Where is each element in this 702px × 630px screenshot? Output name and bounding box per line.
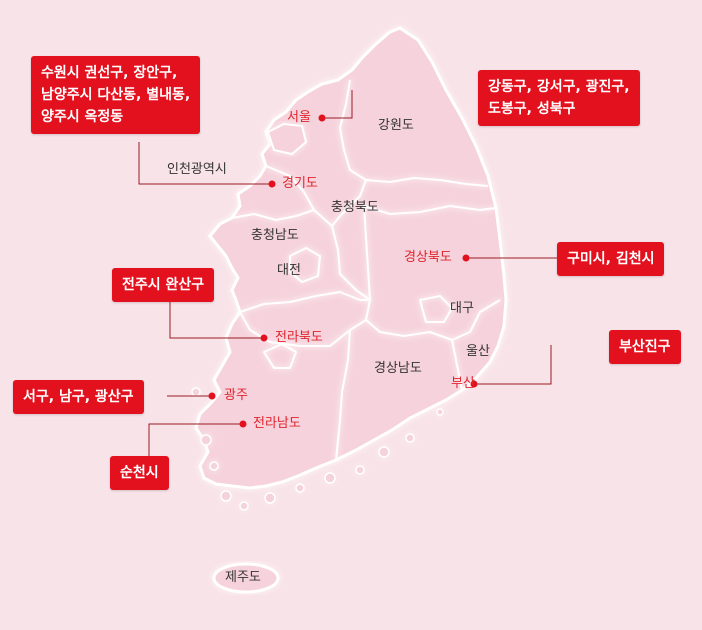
label-seoul: 서울 <box>287 110 311 125</box>
callout-gyeonggi-line-1: 수원시 권선구, 장안구, <box>41 65 178 81</box>
label-gwangju: 광주 <box>224 388 248 403</box>
label-jeonbuk: 전라북도 <box>275 330 323 345</box>
marker-busan <box>470 380 478 388</box>
marker-dots <box>208 114 478 428</box>
marker-jeonnam <box>239 420 247 428</box>
label-chungbuk: 충청북도 <box>331 200 379 215</box>
callout-busan-line-1: 부산진구 <box>619 339 671 355</box>
callout-gwangju: 서구, 남구, 광산구 <box>13 380 144 414</box>
label-incheon: 인천광역시 <box>167 162 227 177</box>
callout-gyeongbuk-line-1: 구미시, 김천시 <box>567 251 655 267</box>
callout-seoul-line-1: 강동구, 강서구, 광진구, <box>488 79 630 95</box>
callout-jeonbuk-line-1: 전주시 완산구 <box>122 277 205 293</box>
islands <box>191 387 444 511</box>
callout-jeonbuk: 전주시 완산구 <box>112 268 215 302</box>
callout-jeonnam: 순천시 <box>110 456 169 490</box>
province-borders <box>231 79 501 461</box>
marker-gyeonggi <box>268 180 276 188</box>
label-ulsan: 울산 <box>466 344 490 359</box>
callout-jeonnam-line-1: 순천시 <box>120 465 159 481</box>
seoul-area <box>266 122 308 156</box>
label-daejeon: 대전 <box>277 263 301 278</box>
marker-seoul <box>318 114 326 122</box>
callout-gyeonggi-line-3: 양주시 옥정동 <box>41 109 124 125</box>
label-busan: 부산 <box>451 376 475 391</box>
label-chungnam: 충청남도 <box>251 228 299 243</box>
label-jeonnam: 전라남도 <box>253 416 301 431</box>
label-jeju: 제주도 <box>225 570 261 585</box>
callout-gwangju-line-1: 서구, 남구, 광산구 <box>23 389 134 405</box>
label-gyeonggi: 경기도 <box>282 176 318 191</box>
marker-jeonbuk <box>260 334 268 342</box>
jeju-island <box>212 562 280 594</box>
callout-seoul: 강동구, 강서구, 광진구, 도봉구, 성북구 <box>478 70 640 126</box>
callout-busan: 부산진구 <box>609 330 681 364</box>
leader-lines <box>138 90 558 460</box>
marker-gwangju <box>208 392 216 400</box>
label-daegu: 대구 <box>450 301 474 316</box>
mainland-shape <box>194 26 508 490</box>
label-gyeongnam: 경상남도 <box>374 361 422 376</box>
callout-gyeonggi-line-2: 남양주시 다산동, 별내동, <box>41 87 191 103</box>
callout-seoul-line-2: 도봉구, 성북구 <box>488 101 576 117</box>
marker-gyeongbuk <box>462 254 470 262</box>
callout-gyeonggi: 수원시 권선구, 장안구, 남양주시 다산동, 별내동, 양주시 옥정동 <box>31 56 201 134</box>
callout-gyeongbuk: 구미시, 김천시 <box>557 242 665 276</box>
label-gyeongbuk: 경상북도 <box>404 250 452 265</box>
label-gangwon: 강원도 <box>378 118 414 133</box>
